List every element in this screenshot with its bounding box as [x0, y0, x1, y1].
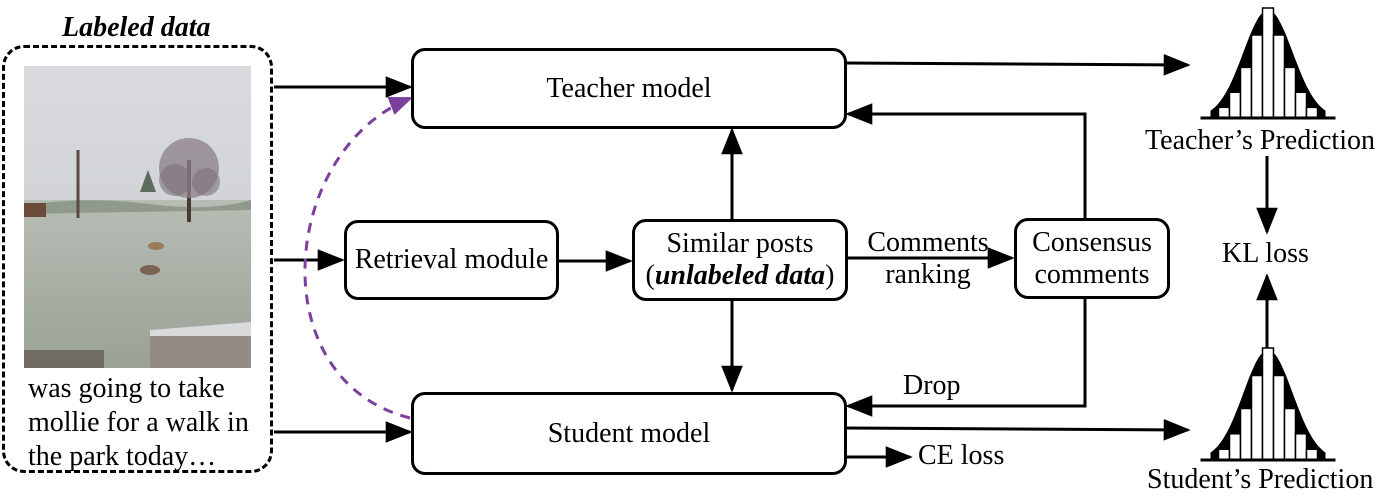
teacher-prediction-histogram	[1200, 7, 1336, 120]
student-model-label: Student model	[547, 417, 711, 449]
comments-ranking-line: ranking	[885, 259, 971, 290]
histogram-bar	[1217, 448, 1231, 461]
histogram-bar	[1239, 66, 1253, 119]
arrow-consensus-to-student	[845, 298, 1087, 417]
retrieval-module-box: Retrieval module	[344, 220, 559, 300]
histogram-bar	[1272, 34, 1286, 119]
labeled-data-frame	[2, 45, 273, 473]
histogram-bar	[1305, 448, 1319, 461]
consensus-label: Consensus	[1032, 226, 1152, 258]
arrow-student-to-teacher-dashed	[303, 96, 414, 420]
caption-line: was going to take	[28, 373, 225, 404]
similar-posts-label: Similar posts	[666, 228, 814, 259]
arrow-consensus-to-teacher	[845, 103, 1087, 218]
teacher-model-box: Teacher model	[411, 48, 847, 129]
kl-loss-label: KL loss	[1222, 238, 1309, 269]
arrow-teacher-to-prediction	[844, 54, 1191, 76]
comments-label: comments	[1034, 258, 1150, 290]
histogram-bar	[1294, 433, 1308, 461]
consensus-comments-box: Consensus comments	[1014, 218, 1170, 299]
caption-line: mollie for a walk in	[28, 407, 249, 438]
histogram-bar	[1239, 407, 1253, 461]
drop-label: Drop	[903, 370, 961, 401]
teacher-model-label: Teacher model	[546, 72, 712, 104]
retrieval-module-label: Retrieval module	[354, 244, 549, 275]
labeled-photo	[24, 66, 251, 368]
unlabeled-data-label: (unlabeled data)	[645, 260, 835, 291]
labeled-data-caption: was going to take mollie for a walk in t…	[28, 372, 268, 474]
histogram-bar	[1250, 374, 1264, 461]
histogram-bar	[1283, 407, 1297, 461]
histogram-bar	[1228, 91, 1242, 119]
histogram-bar	[1250, 34, 1264, 119]
student-prediction-label: Student’s Prediction	[1147, 464, 1374, 495]
histogram-bar	[1261, 347, 1275, 461]
comments-ranking-line: Comments	[867, 227, 989, 258]
arrow-student-to-prediction	[844, 419, 1191, 441]
histogram-bar	[1228, 433, 1242, 461]
histogram-bar	[1305, 106, 1319, 119]
student-model-box: Student model	[411, 392, 847, 475]
ce-loss-label: CE loss	[918, 440, 1005, 471]
histogram-bar	[1283, 66, 1297, 119]
labeled-data-title: Labeled data	[62, 12, 211, 43]
histogram-bar	[1261, 7, 1275, 119]
similar-posts-box: Similar posts (unlabeled data)	[632, 219, 848, 301]
histogram-bar	[1294, 91, 1308, 119]
student-prediction-histogram	[1200, 347, 1336, 462]
comments-ranking-label: Comments ranking	[858, 227, 998, 291]
histogram-bar	[1217, 106, 1231, 119]
caption-line: the park today…	[28, 441, 217, 472]
teacher-prediction-label: Teacher’s Prediction	[1145, 125, 1375, 156]
histogram-bar	[1272, 374, 1286, 461]
